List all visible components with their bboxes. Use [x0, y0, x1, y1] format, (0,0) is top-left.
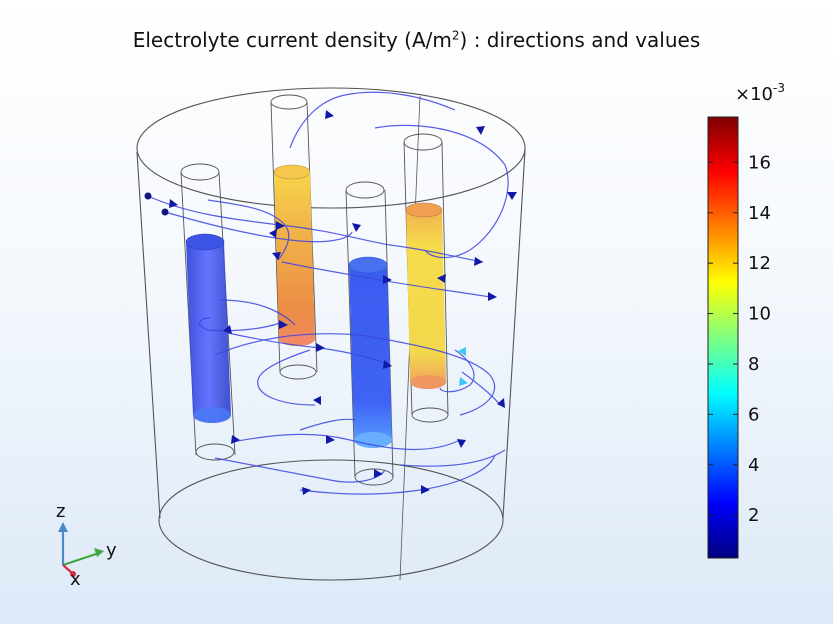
colorbar-multiplier: ×10-3 — [735, 81, 785, 105]
colorbar-gradient — [707, 116, 739, 559]
title-suffix: ) : directions and values — [459, 28, 701, 52]
plot-title: Electrolyte current density (A/m2) : dir… — [0, 28, 833, 52]
streamline-arrows — [169, 110, 517, 495]
electrode-3 — [345, 181, 394, 486]
streamline-seeds — [144, 192, 169, 216]
title-superscript: 2 — [451, 28, 460, 43]
electrode-4 — [403, 133, 449, 423]
colorbar-tick-label: 4 — [748, 455, 759, 476]
colorbar: ×10-3 2 4 6 8 10 12 14 16 — [707, 81, 785, 559]
colorbar-tick-label: 12 — [748, 253, 771, 274]
x-axis-label: x — [70, 569, 81, 590]
electrode-1 — [180, 163, 236, 461]
colorbar-ticks: 2 4 6 8 10 12 14 16 — [708, 152, 771, 526]
colorbar-tick-label: 14 — [748, 203, 771, 224]
colorbar-tick-label: 10 — [748, 304, 771, 325]
title-prefix: Electrolyte current density (A/m — [132, 28, 452, 52]
electrode-2 — [270, 94, 318, 380]
axis-triad: z y x — [56, 501, 117, 590]
y-axis-arrowhead — [94, 548, 104, 557]
colorbar-tick-label: 2 — [748, 505, 759, 526]
colorbar-tick-label: 6 — [748, 404, 759, 425]
colorbar-tick-label: 8 — [748, 354, 759, 375]
x-axis-arrow — [62, 564, 73, 574]
colorbar-tick-label: 16 — [748, 152, 771, 173]
z-axis-arrowhead — [58, 522, 68, 532]
z-axis-label: z — [56, 501, 65, 522]
y-axis-arrow — [62, 552, 97, 567]
x-axis-arrowhead — [70, 571, 76, 577]
y-axis-label: y — [106, 540, 117, 561]
